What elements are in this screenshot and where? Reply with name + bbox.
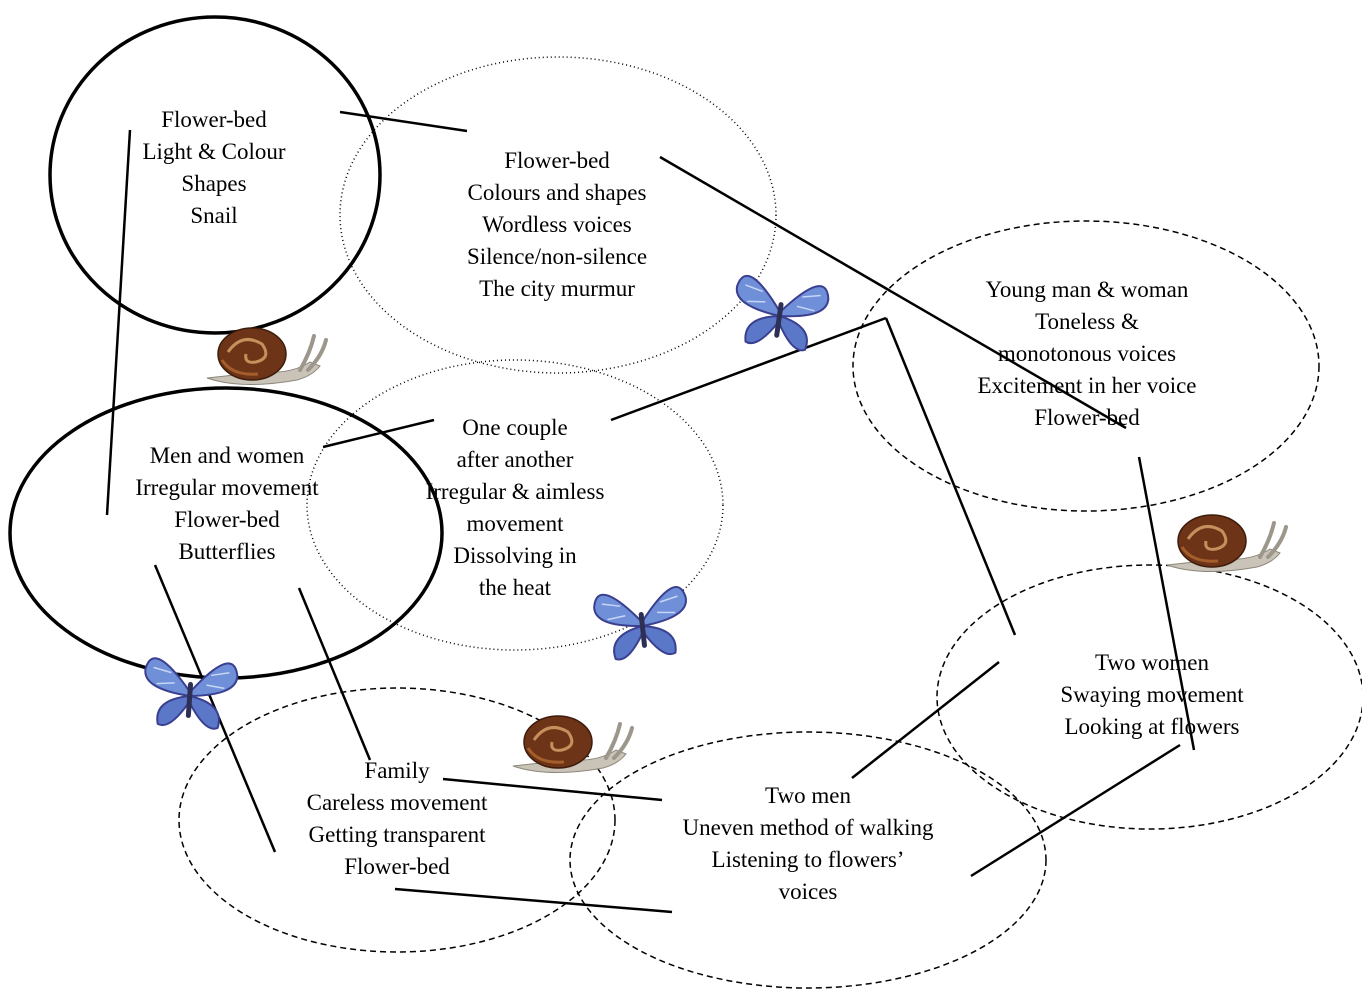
connector-line [1137,456,1196,751]
node-line: Irregular movement [135,475,319,500]
node-line: Colours and shapes [467,180,647,205]
node-line: Shapes [181,171,247,196]
node-line: Swaying movement [1060,682,1244,707]
node-line: Flower-bed [161,107,267,132]
node-one-couple: One couple after another Irregular & aim… [426,412,605,604]
node-line: Silence/non-silence [466,244,648,269]
node-line: Excitement in her voice [977,373,1197,398]
node-men-and-women: Men and women Irregular movement Flower-… [135,440,318,568]
node-line: Young man & woman [985,277,1189,302]
node-line: Flower-bed [174,507,280,532]
node-line: Getting transparent [308,822,486,847]
node-line: Toneless & [1035,309,1139,334]
node-family: Family Careless movement Getting transpa… [307,755,488,883]
node-line: Men and women [149,443,305,468]
butterfly-icon [591,585,693,663]
node-line: Uneven method of walking [682,815,934,840]
circle-n8 [569,731,1047,989]
node-line: Listening to flowers’ [711,847,905,872]
node-line: Careless movement [306,790,488,815]
connector-line [339,110,468,133]
node-line: Two women [1094,650,1209,675]
node-line: Light & Colour [142,139,286,164]
node-line: Flower-bed [504,148,610,173]
node-flower-bed-light-colour: Flower-bed Light & Colour Shapes Snail [142,104,285,232]
node-line: Looking at flowers [1064,714,1240,739]
node-line: Flower-bed [344,854,450,879]
node-line: Snail [190,203,238,228]
snail-icon [1165,513,1288,574]
connector-line [851,661,1000,779]
circle-n1 [48,15,382,335]
circle-n5 [306,359,724,651]
node-line: The city murmur [479,276,635,301]
node-line: Dissolving in [453,543,577,568]
snail-icon [511,714,634,775]
circle-n2 [339,56,777,374]
node-line: the heat [478,575,552,600]
node-line: movement [466,511,564,536]
node-line: Two men [765,783,851,808]
node-line: One couple [462,415,568,440]
connector-line [442,777,663,802]
node-line: after another [456,447,574,472]
butterfly-icon [140,656,240,732]
node-line: Wordless voices [482,212,632,237]
connector-line [659,155,1127,430]
circle-n7 [178,687,616,953]
circle-n3 [852,220,1320,512]
node-line: Irregular & aimless [425,479,605,504]
connector-line [610,316,887,422]
connector-line [884,317,1017,636]
connector-line [970,743,1181,878]
snail-icon [205,326,328,387]
node-two-men: Two men Uneven method of walking Listeni… [682,780,933,908]
node-line: Flower-bed [1034,405,1140,430]
connector-lines [105,110,1196,914]
node-line: Family [364,758,430,783]
node-line: Butterflies [178,539,276,564]
connector-line [322,418,435,449]
connector-line [297,587,372,761]
node-line: monotonous voices [997,341,1177,366]
connector-line [105,129,132,516]
circle-n6 [936,564,1362,830]
node-two-women: Two women Swaying movement Looking at fl… [1060,647,1243,743]
connector-line [394,887,673,914]
butterfly-icon [728,273,831,355]
node-flower-bed-colours-shapes: Flower-bed Colours and shapes Wordless v… [467,145,647,305]
node-line: voices [778,879,838,904]
node-young-man-woman: Young man & woman Toneless & monotonous … [977,274,1196,434]
